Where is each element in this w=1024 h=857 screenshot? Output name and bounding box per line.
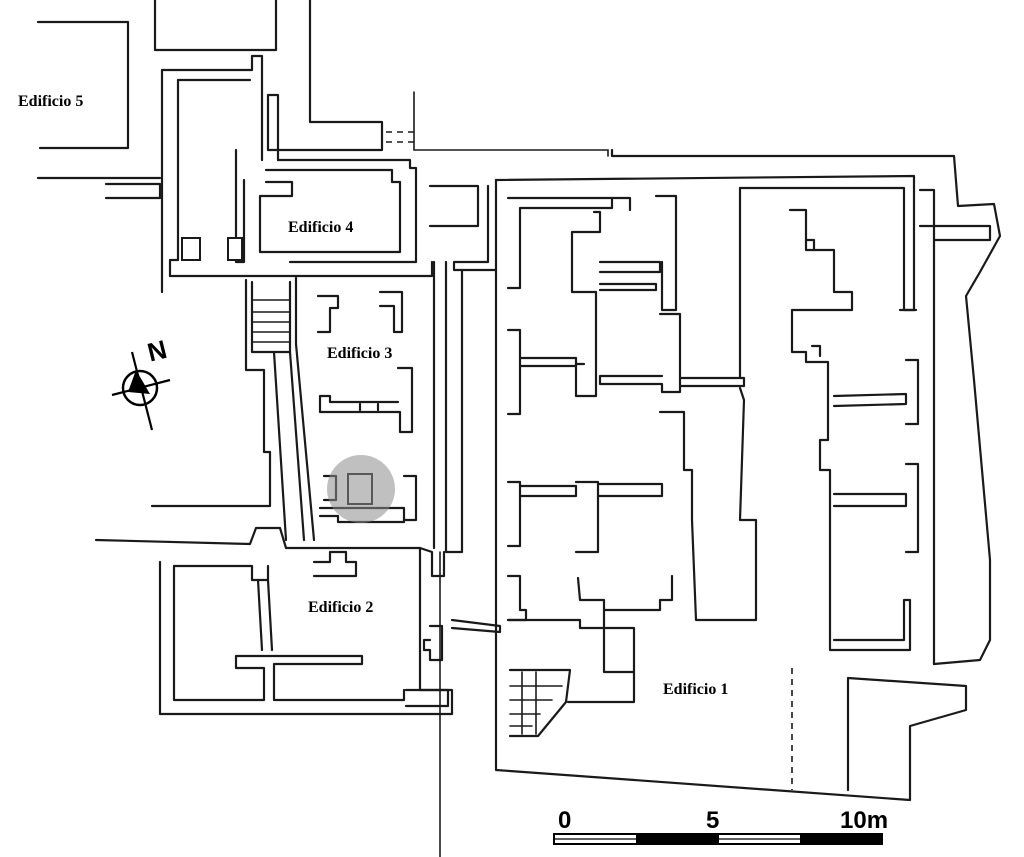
scale-tick-10m: 10m [840,807,888,834]
highlight-marker [327,455,395,523]
north-letter: N [144,334,169,368]
edificio-4-walls [160,0,609,294]
label-edificio-3: Edificio 3 [327,345,392,362]
label-edificio-4: Edificio 4 [288,219,353,236]
label-edificio-5: Edificio 5 [18,93,83,110]
edificio-5-walls [36,0,278,200]
scale-tick-5: 5 [706,807,719,834]
scale-bar: 0 5 10m [553,807,888,845]
scale-tick-0: 0 [558,807,571,834]
edificio-2-walls [94,526,502,857]
north-arrow-icon: N [111,334,171,431]
label-edificio-2: Edificio 2 [308,599,373,616]
edificio-3-walls [150,260,464,554]
label-edificio-1: Edificio 1 [663,681,728,698]
edificio-1-walls [428,148,1002,802]
